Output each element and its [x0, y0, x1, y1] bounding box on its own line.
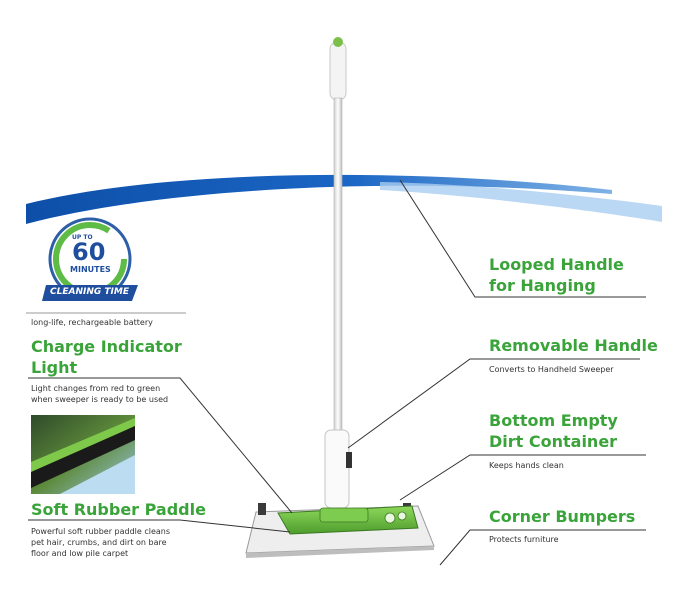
paddle-closeup-photo [31, 415, 135, 494]
badge-upto: UP TO [72, 234, 93, 241]
callout-line-looped [399, 179, 646, 298]
container-title-line2: Dirt Container [489, 432, 618, 451]
sweeper-base [245, 503, 435, 558]
charge-title-line1: Charge Indicator [31, 337, 182, 356]
callout-line-container [399, 454, 646, 501]
removable-title: Removable Handle [489, 336, 658, 355]
paddle-desc-line3: floor and low pile carpet [31, 549, 129, 558]
blue-swoosh [26, 174, 662, 224]
container-desc: Keeps hands clean [489, 461, 564, 470]
sweeper-handle [324, 37, 352, 509]
bumpers-title: Corner Bumpers [489, 507, 636, 526]
badge-banner: CLEANING TIME [50, 287, 129, 297]
removable-desc: Converts to Handheld Sweeper [489, 365, 614, 374]
bumpers-desc: Protects furniture [489, 535, 559, 544]
battery-caption: long-life, rechargeable battery [31, 318, 153, 327]
charge-title-line2: Light [31, 358, 78, 377]
callout-line-bumpers [439, 529, 646, 566]
charge-desc-line2: when sweeper is ready to be used [31, 395, 169, 404]
charge-desc-line1: Light changes from red to green [31, 384, 161, 393]
container-title-line1: Bottom Empty [489, 411, 618, 430]
paddle-desc-line1: Powerful soft rubber paddle cleans [31, 527, 171, 536]
callout-line-charge [28, 377, 293, 514]
badge-unit: MINUTES [70, 265, 111, 274]
callout-line-removable [347, 358, 640, 449]
looped-title-line2: for Hanging [489, 276, 596, 295]
looped-title-line1: Looped Handle [489, 255, 624, 274]
callout-line-paddle [28, 519, 291, 533]
cleaning-time-badge [42, 217, 138, 301]
paddle-desc-line2: pet hair, crumbs, and dirt on bare [31, 538, 167, 547]
paddle-title: Soft Rubber Paddle [31, 500, 206, 519]
badge-number: 60 [72, 238, 106, 266]
callout-lines [28, 179, 646, 566]
